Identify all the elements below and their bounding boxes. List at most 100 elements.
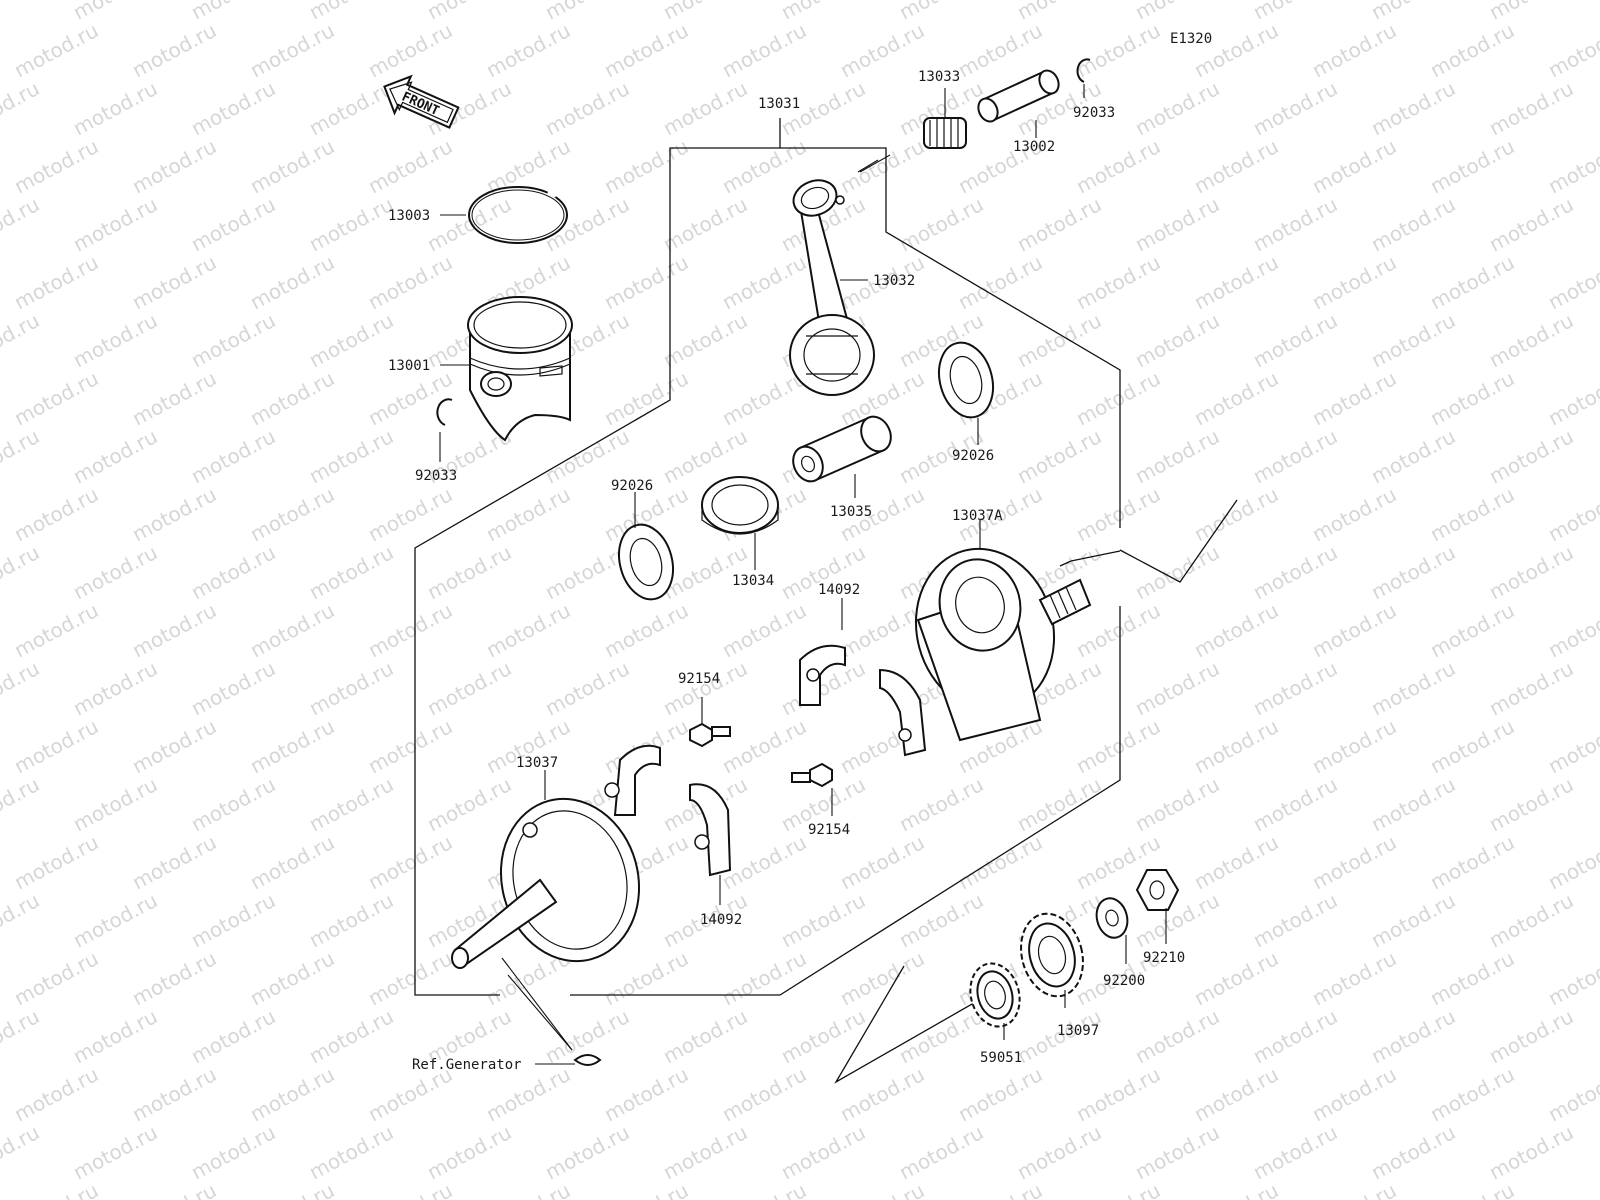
watermark-text: motod.ru	[1367, 1004, 1459, 1068]
watermark-text: motod.ru	[1367, 656, 1459, 720]
watermark-text: motod.ru	[128, 250, 220, 314]
watermark-text: motod.ru	[0, 888, 43, 952]
watermark-text: motod.ru	[1249, 308, 1341, 372]
watermark-text: motod.ru	[128, 366, 220, 430]
watermark-text: motod.ru	[600, 598, 692, 662]
watermark-text: motod.ru	[1367, 76, 1459, 140]
watermark-text: motod.ru	[69, 424, 161, 488]
watermark-text: motod.ru	[836, 1178, 928, 1200]
label-92033-top: 92033	[1073, 105, 1115, 121]
watermark-text: motod.ru	[1544, 598, 1600, 662]
watermark-text: motod.ru	[1426, 134, 1518, 198]
label-92154-top: 92154	[678, 671, 720, 687]
watermark-text: motod.ru	[1367, 772, 1459, 836]
watermark-text: motod.ru	[364, 1178, 456, 1200]
watermark-text: motod.ru	[718, 598, 810, 662]
watermark-text: motod.ru	[1072, 134, 1164, 198]
watermark-text: motod.ru	[954, 18, 1046, 82]
watermark-text: motod.ru	[895, 888, 987, 952]
watermark-text: motod.ru	[1426, 1062, 1518, 1126]
watermark-text: motod.ru	[10, 946, 102, 1010]
watermark-text: motod.ru	[1426, 714, 1518, 778]
watermark-text: motod.ru	[305, 888, 397, 952]
watermark-text: motod.ru	[718, 830, 810, 894]
watermark-text: motod.ru	[1190, 946, 1282, 1010]
watermark-text: motod.ru	[246, 598, 338, 662]
watermark-text: motod.ru	[1013, 424, 1105, 488]
watermark-text: motod.ru	[10, 1062, 102, 1126]
part-labels: E1320 13031 13033 92033 13002 13003 1303…	[388, 31, 1212, 1073]
watermark-text: motod.ru	[600, 134, 692, 198]
watermark-text: motod.ru	[364, 946, 456, 1010]
watermark-text: motod.ru	[541, 192, 633, 256]
watermark-text: motod.ru	[1190, 482, 1282, 546]
watermark-text: motod.ru	[1249, 888, 1341, 952]
counterweight-bottom	[604, 744, 732, 877]
watermark-text: motod.ru	[1308, 1062, 1400, 1126]
watermark-text: motod.ru	[1367, 888, 1459, 952]
watermark-text: motod.ru	[1249, 656, 1341, 720]
label-13002: 13002	[1013, 139, 1055, 155]
label-92210: 92210	[1143, 950, 1185, 966]
watermark-text: motod.ru	[718, 714, 810, 778]
watermark-text: motod.ru	[1367, 1120, 1459, 1184]
watermark-text: motod.ru	[364, 482, 456, 546]
watermark-text: motod.ru	[1249, 540, 1341, 604]
watermark-text: motod.ru	[128, 598, 220, 662]
watermark-text: motod.ru	[69, 772, 161, 836]
watermark-text: motod.ru	[954, 830, 1046, 894]
watermark-text: motod.ru	[305, 656, 397, 720]
thrust-washer-left	[618, 523, 674, 601]
watermark-text: motod.ru	[305, 1120, 397, 1184]
watermark-text: motod.ru	[187, 192, 279, 256]
watermark-text: motod.ru	[718, 946, 810, 1010]
watermark-text: motod.ru	[0, 192, 43, 256]
watermark-text: motod.ru	[1544, 482, 1600, 546]
watermark-text: motod.ru	[1249, 192, 1341, 256]
watermark-text: motod.ru	[423, 540, 515, 604]
connecting-rod	[789, 179, 875, 396]
watermark-text: motod.ru	[10, 598, 102, 662]
bolt-top	[689, 722, 731, 748]
piston-ring	[468, 186, 568, 244]
watermark-text: motod.ru	[1013, 0, 1105, 24]
watermark-text: motod.ru	[1426, 366, 1518, 430]
watermark-text: motod.ru	[1485, 656, 1577, 720]
label-92026-right: 92026	[952, 448, 994, 464]
watermark-text: motod.ru	[1249, 0, 1341, 24]
watermark-text: motod.ru	[1308, 134, 1400, 198]
watermark-text: motod.ru	[541, 656, 633, 720]
watermark-text: motod.ru	[0, 76, 43, 140]
watermark-text: motod.ru	[1249, 424, 1341, 488]
watermark-text: motod.ru	[1190, 714, 1282, 778]
watermark-text: motod.ru	[246, 250, 338, 314]
watermark-text: motod.ru	[659, 76, 751, 140]
watermark-text: motod.ru	[69, 888, 161, 952]
crank-half-left	[451, 797, 641, 969]
label-92026-left: 92026	[611, 478, 653, 494]
watermark-text: motod.ru	[187, 888, 279, 952]
watermark-text: motod.ru	[1485, 192, 1577, 256]
watermark-text: motod.ru	[246, 482, 338, 546]
watermark-text: motod.ru	[246, 714, 338, 778]
watermark-text: motod.ru	[1367, 424, 1459, 488]
watermark-text: motod.ru	[541, 0, 633, 24]
watermark-text: motod.ru	[423, 772, 515, 836]
small-end-bearing	[923, 117, 967, 149]
watermark-text: motod.ru	[482, 482, 574, 546]
watermark-text: motod.ru	[1072, 714, 1164, 778]
bolt-bottom	[791, 762, 833, 788]
watermark-text: motod.ru	[364, 250, 456, 314]
label-92154-bottom: 92154	[808, 822, 850, 838]
watermark-text: motod.ru	[600, 366, 692, 430]
watermark-text: motod.ru	[836, 946, 928, 1010]
watermark-text: motod.ru	[718, 1062, 810, 1126]
watermark-text: motod.ru	[954, 1178, 1046, 1200]
watermark-text: motod.ru	[128, 946, 220, 1010]
watermark-text: motod.ru	[1308, 1178, 1400, 1200]
watermark-text: motod.ru	[1131, 772, 1223, 836]
watermark-text: motod.ru	[128, 482, 220, 546]
watermark-text: motod.ru	[1072, 1178, 1164, 1200]
watermark-text: motod.ru	[1367, 0, 1459, 24]
